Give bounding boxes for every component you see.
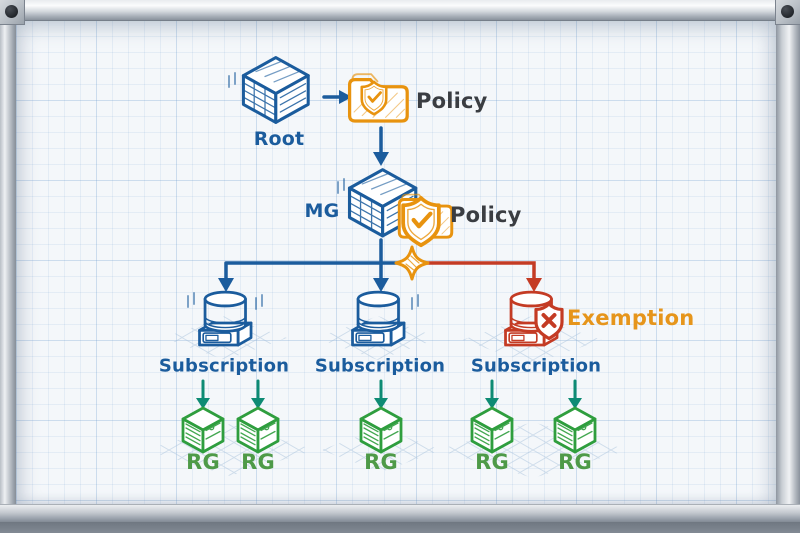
board-surface [16, 20, 776, 506]
rg-label-3: RG [364, 450, 398, 474]
subscription-label-2: Subscription [314, 355, 446, 377]
policy-mg-label: Policy [450, 203, 522, 227]
subscription-label-1: Subscription [158, 355, 290, 377]
frame-corner-cap-left [0, 0, 25, 25]
frame-rail-left [0, 0, 16, 522]
frame-corner-cap-right [775, 0, 800, 25]
frame-rail-right [776, 0, 800, 522]
subscription-label-3: Subscription [470, 355, 602, 377]
screw-icon [5, 5, 18, 18]
rg-label-5: RG [558, 450, 592, 474]
root-label: Root [253, 128, 305, 150]
policy-root-label: Policy [416, 89, 488, 113]
rg-label-1: RG [186, 450, 220, 474]
frame-rail-top [0, 0, 800, 21]
exemption-label: Exemption [567, 306, 695, 330]
rg-label-2: RG [241, 450, 275, 474]
screw-icon [781, 5, 794, 18]
frame-rail-bottom [0, 504, 800, 522]
rg-label-4: RG [475, 450, 509, 474]
mg-label: MG [304, 200, 340, 222]
wall-strip [0, 522, 800, 533]
